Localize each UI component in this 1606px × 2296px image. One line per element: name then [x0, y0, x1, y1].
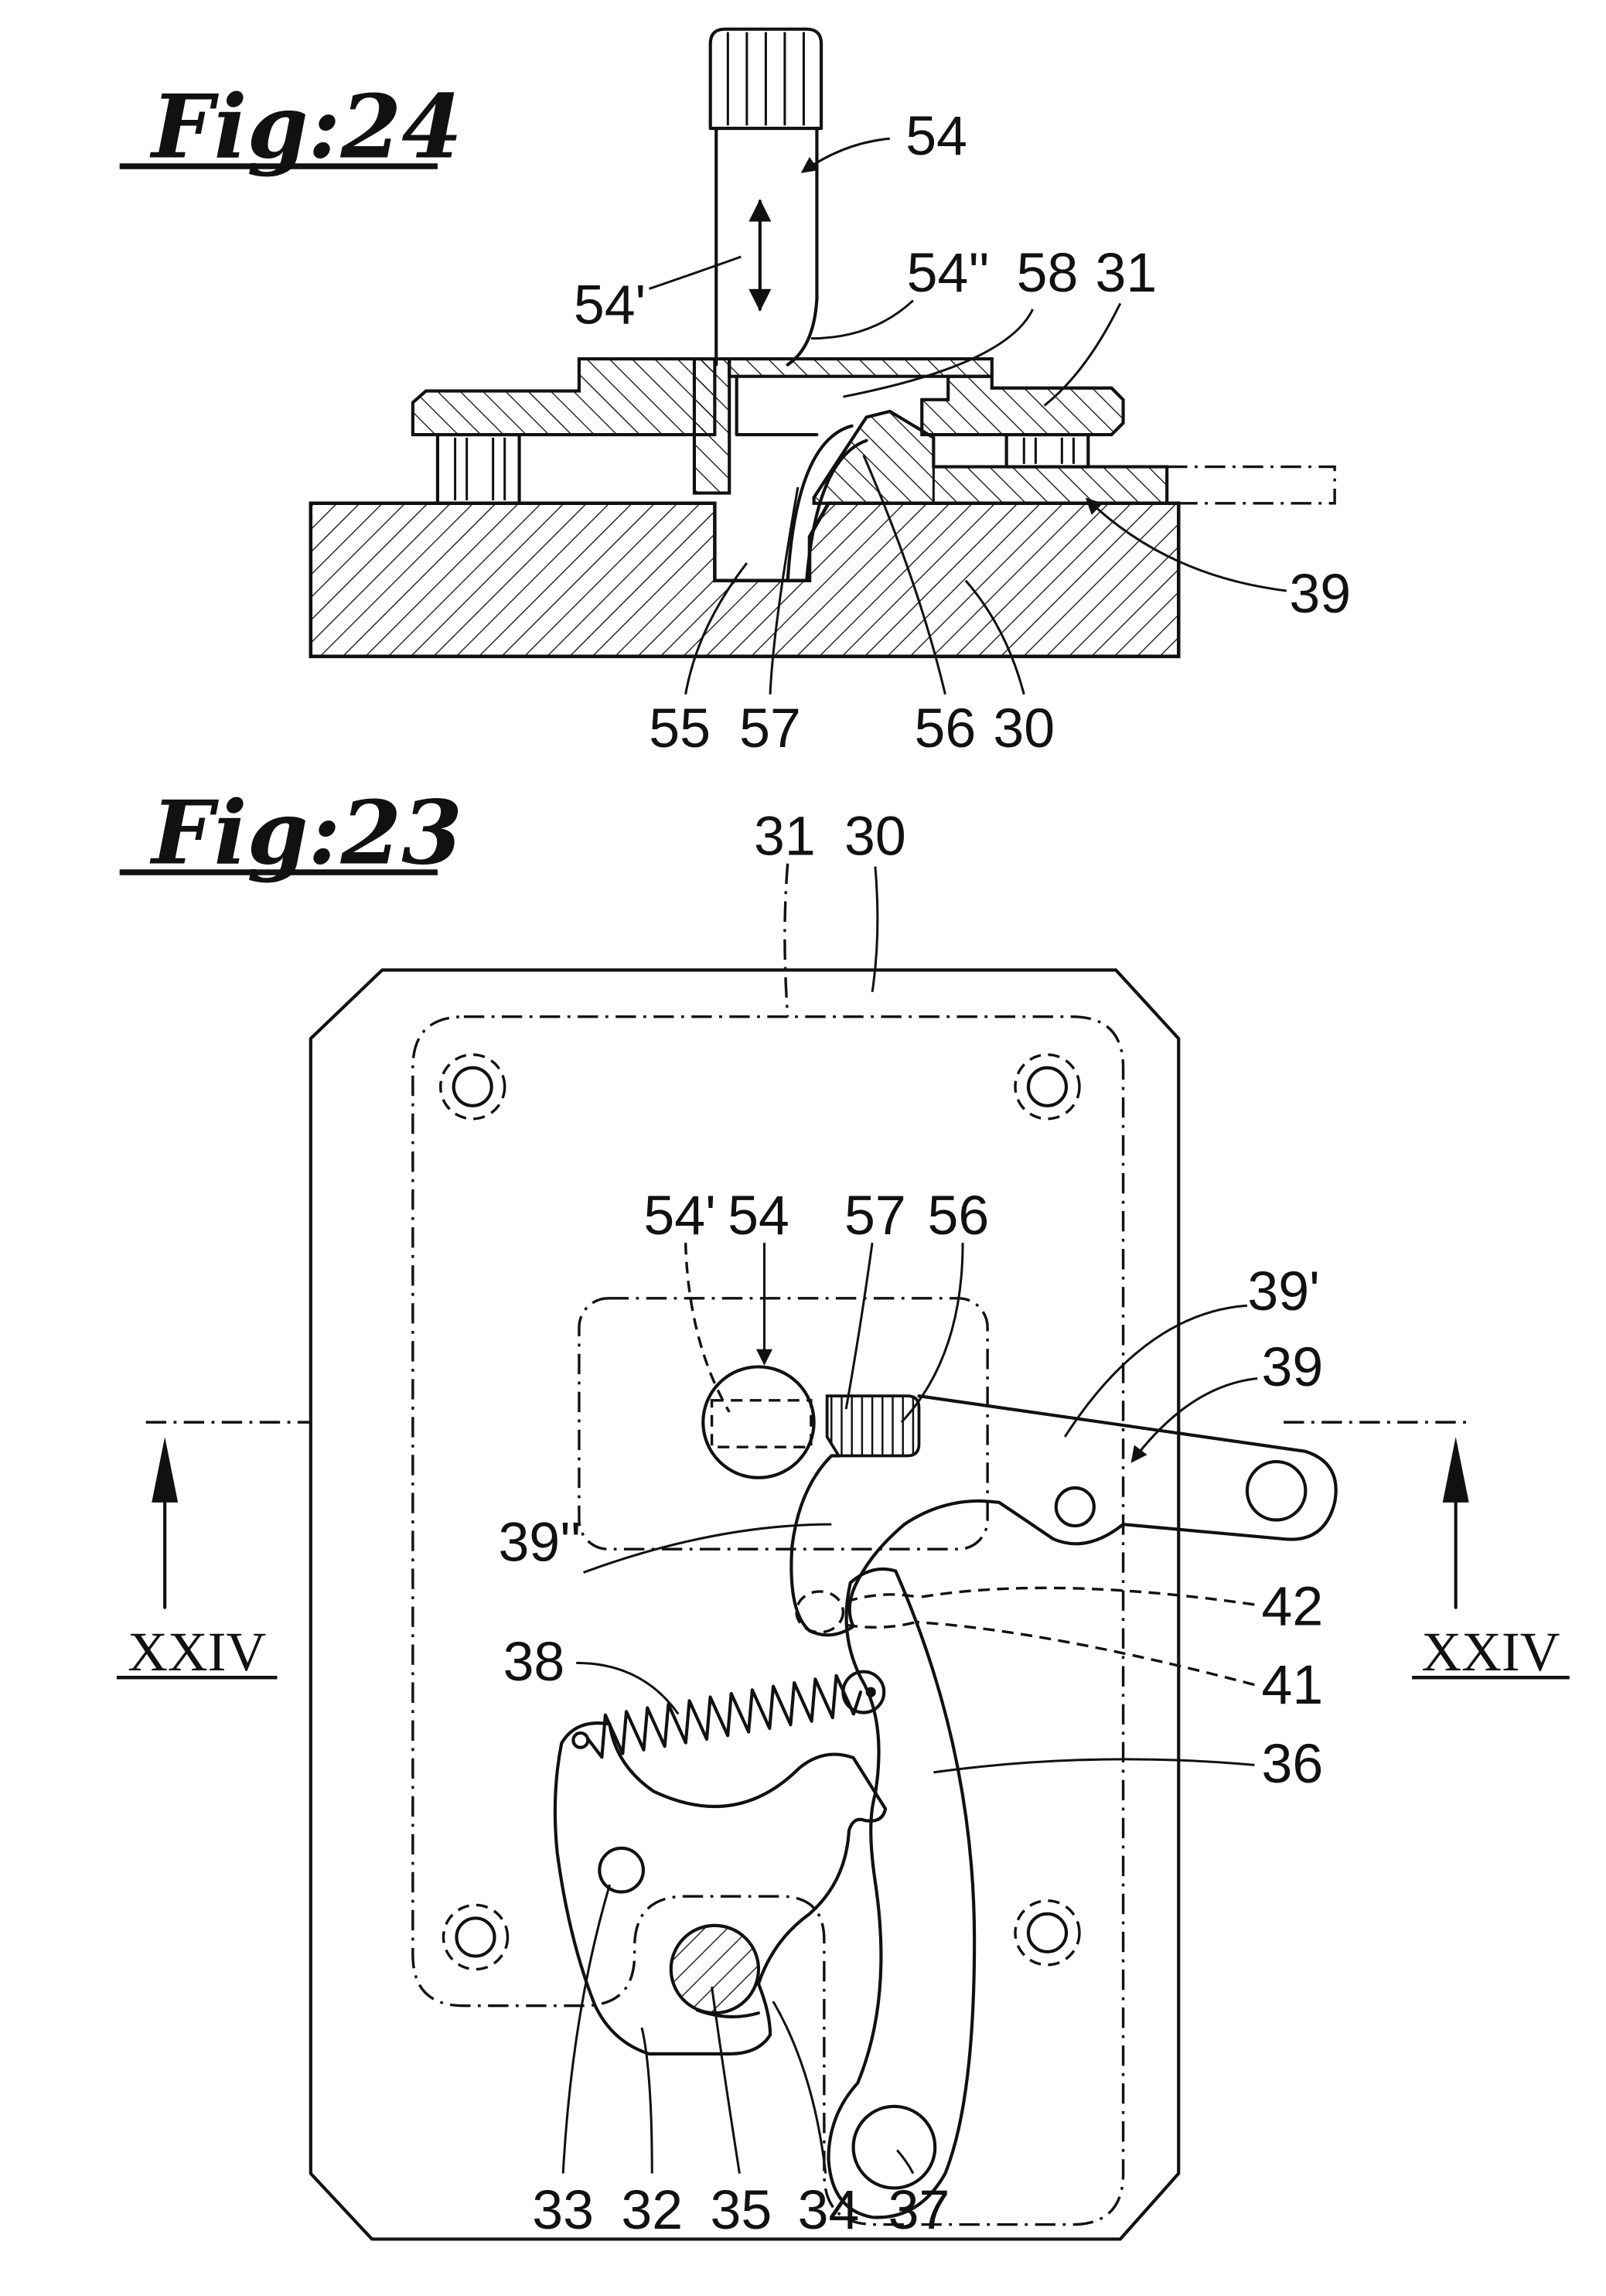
rod-54-section [701, 1365, 816, 1479]
fig24-title-text: Fig:24 [149, 76, 462, 179]
section-label-left: XXIV [128, 1621, 266, 1683]
spring-anchor-left [571, 1731, 590, 1749]
lever-end-hole [1245, 1459, 1308, 1522]
section-label-right: XXIV [1421, 1621, 1560, 1683]
fig24-label-57: 57 [739, 698, 801, 759]
fig23-label-34: 34 [798, 2179, 860, 2241]
base-plate-30 [309, 501, 1181, 659]
fig23-label-37: 37 [888, 2179, 950, 2241]
figure-23: Fig:23 [116, 782, 1570, 2241]
fig23-label-39-double-prime: 39'' [498, 1511, 581, 1573]
fig23-label-56: 56 [928, 1185, 990, 1247]
fig23-label-54: 54 [728, 1185, 789, 1247]
fig24-label-31: 31 [1095, 242, 1157, 304]
screw-top-left [439, 1053, 506, 1121]
standoff-right [1004, 433, 1090, 469]
fig23-label-54-prime: 54' [643, 1185, 715, 1247]
fig23-label-36: 36 [1262, 1733, 1324, 1795]
screw-bottom-left [442, 1903, 510, 1971]
fig24-label-54: 54 [905, 105, 967, 167]
base-plate-30-outline [309, 968, 1181, 2241]
spring-38 [586, 1673, 863, 1759]
standoff-left [435, 433, 521, 505]
fig24-label-39: 39 [1289, 563, 1351, 625]
fig23-label-32: 32 [621, 2179, 683, 2241]
arrow-up-icon [152, 1436, 179, 1503]
spring-pin-57 [786, 424, 868, 582]
fig23-label-35: 35 [710, 2179, 772, 2241]
rod-54 [708, 27, 823, 367]
lever-39 [789, 1394, 1338, 1637]
fig23-label-39: 39 [1262, 1336, 1324, 1398]
wedge-56 [825, 1394, 921, 1458]
pins-41-42 [795, 1590, 919, 1634]
lever-pivot-hole [1054, 1486, 1096, 1528]
pivot-pin-37 [851, 2104, 937, 2190]
fig23-label-42: 42 [1262, 1575, 1324, 1637]
screw-bottom-right [1014, 1899, 1081, 1967]
section-mark-left: XXIV [116, 1421, 311, 1683]
fig24-label-30: 30 [993, 698, 1055, 759]
fig24-label-55: 55 [649, 698, 711, 759]
fig23-label-38: 38 [503, 1631, 565, 1693]
window-outline [578, 1297, 989, 1551]
fig24-label-54-prime: 54' [574, 275, 646, 336]
figure-24: Fig:24 [119, 27, 1351, 759]
slider-39 [812, 409, 1336, 505]
fig23-label-31: 31 [754, 805, 816, 867]
fig24-label-58: 58 [1017, 242, 1079, 304]
top-plate-31 [411, 357, 1125, 495]
fig24-label-56: 56 [915, 698, 977, 759]
fig23-label-30: 30 [844, 805, 906, 867]
fig24-title: Fig:24 [119, 76, 462, 179]
section-mark-right: XXIV [1284, 1421, 1570, 1683]
screw-top-right [1014, 1053, 1081, 1121]
fig23-label-33: 33 [532, 2179, 594, 2241]
fig24-leaders [648, 137, 1287, 695]
fig23-leaders [561, 863, 1258, 2175]
fig24-label-54-double-prime: 54'' [907, 242, 990, 304]
fig23-label-57: 57 [844, 1185, 906, 1247]
fig23-title: Fig:23 [119, 782, 462, 885]
fig23-label-39-prime: 39' [1247, 1261, 1319, 1322]
pivot-33 [598, 1846, 646, 1894]
fig23-label-41: 41 [1262, 1654, 1324, 1716]
lever-36 [827, 1567, 977, 2219]
arrow-up-icon [1442, 1436, 1469, 1503]
fig23-title-text: Fig:23 [149, 782, 462, 885]
